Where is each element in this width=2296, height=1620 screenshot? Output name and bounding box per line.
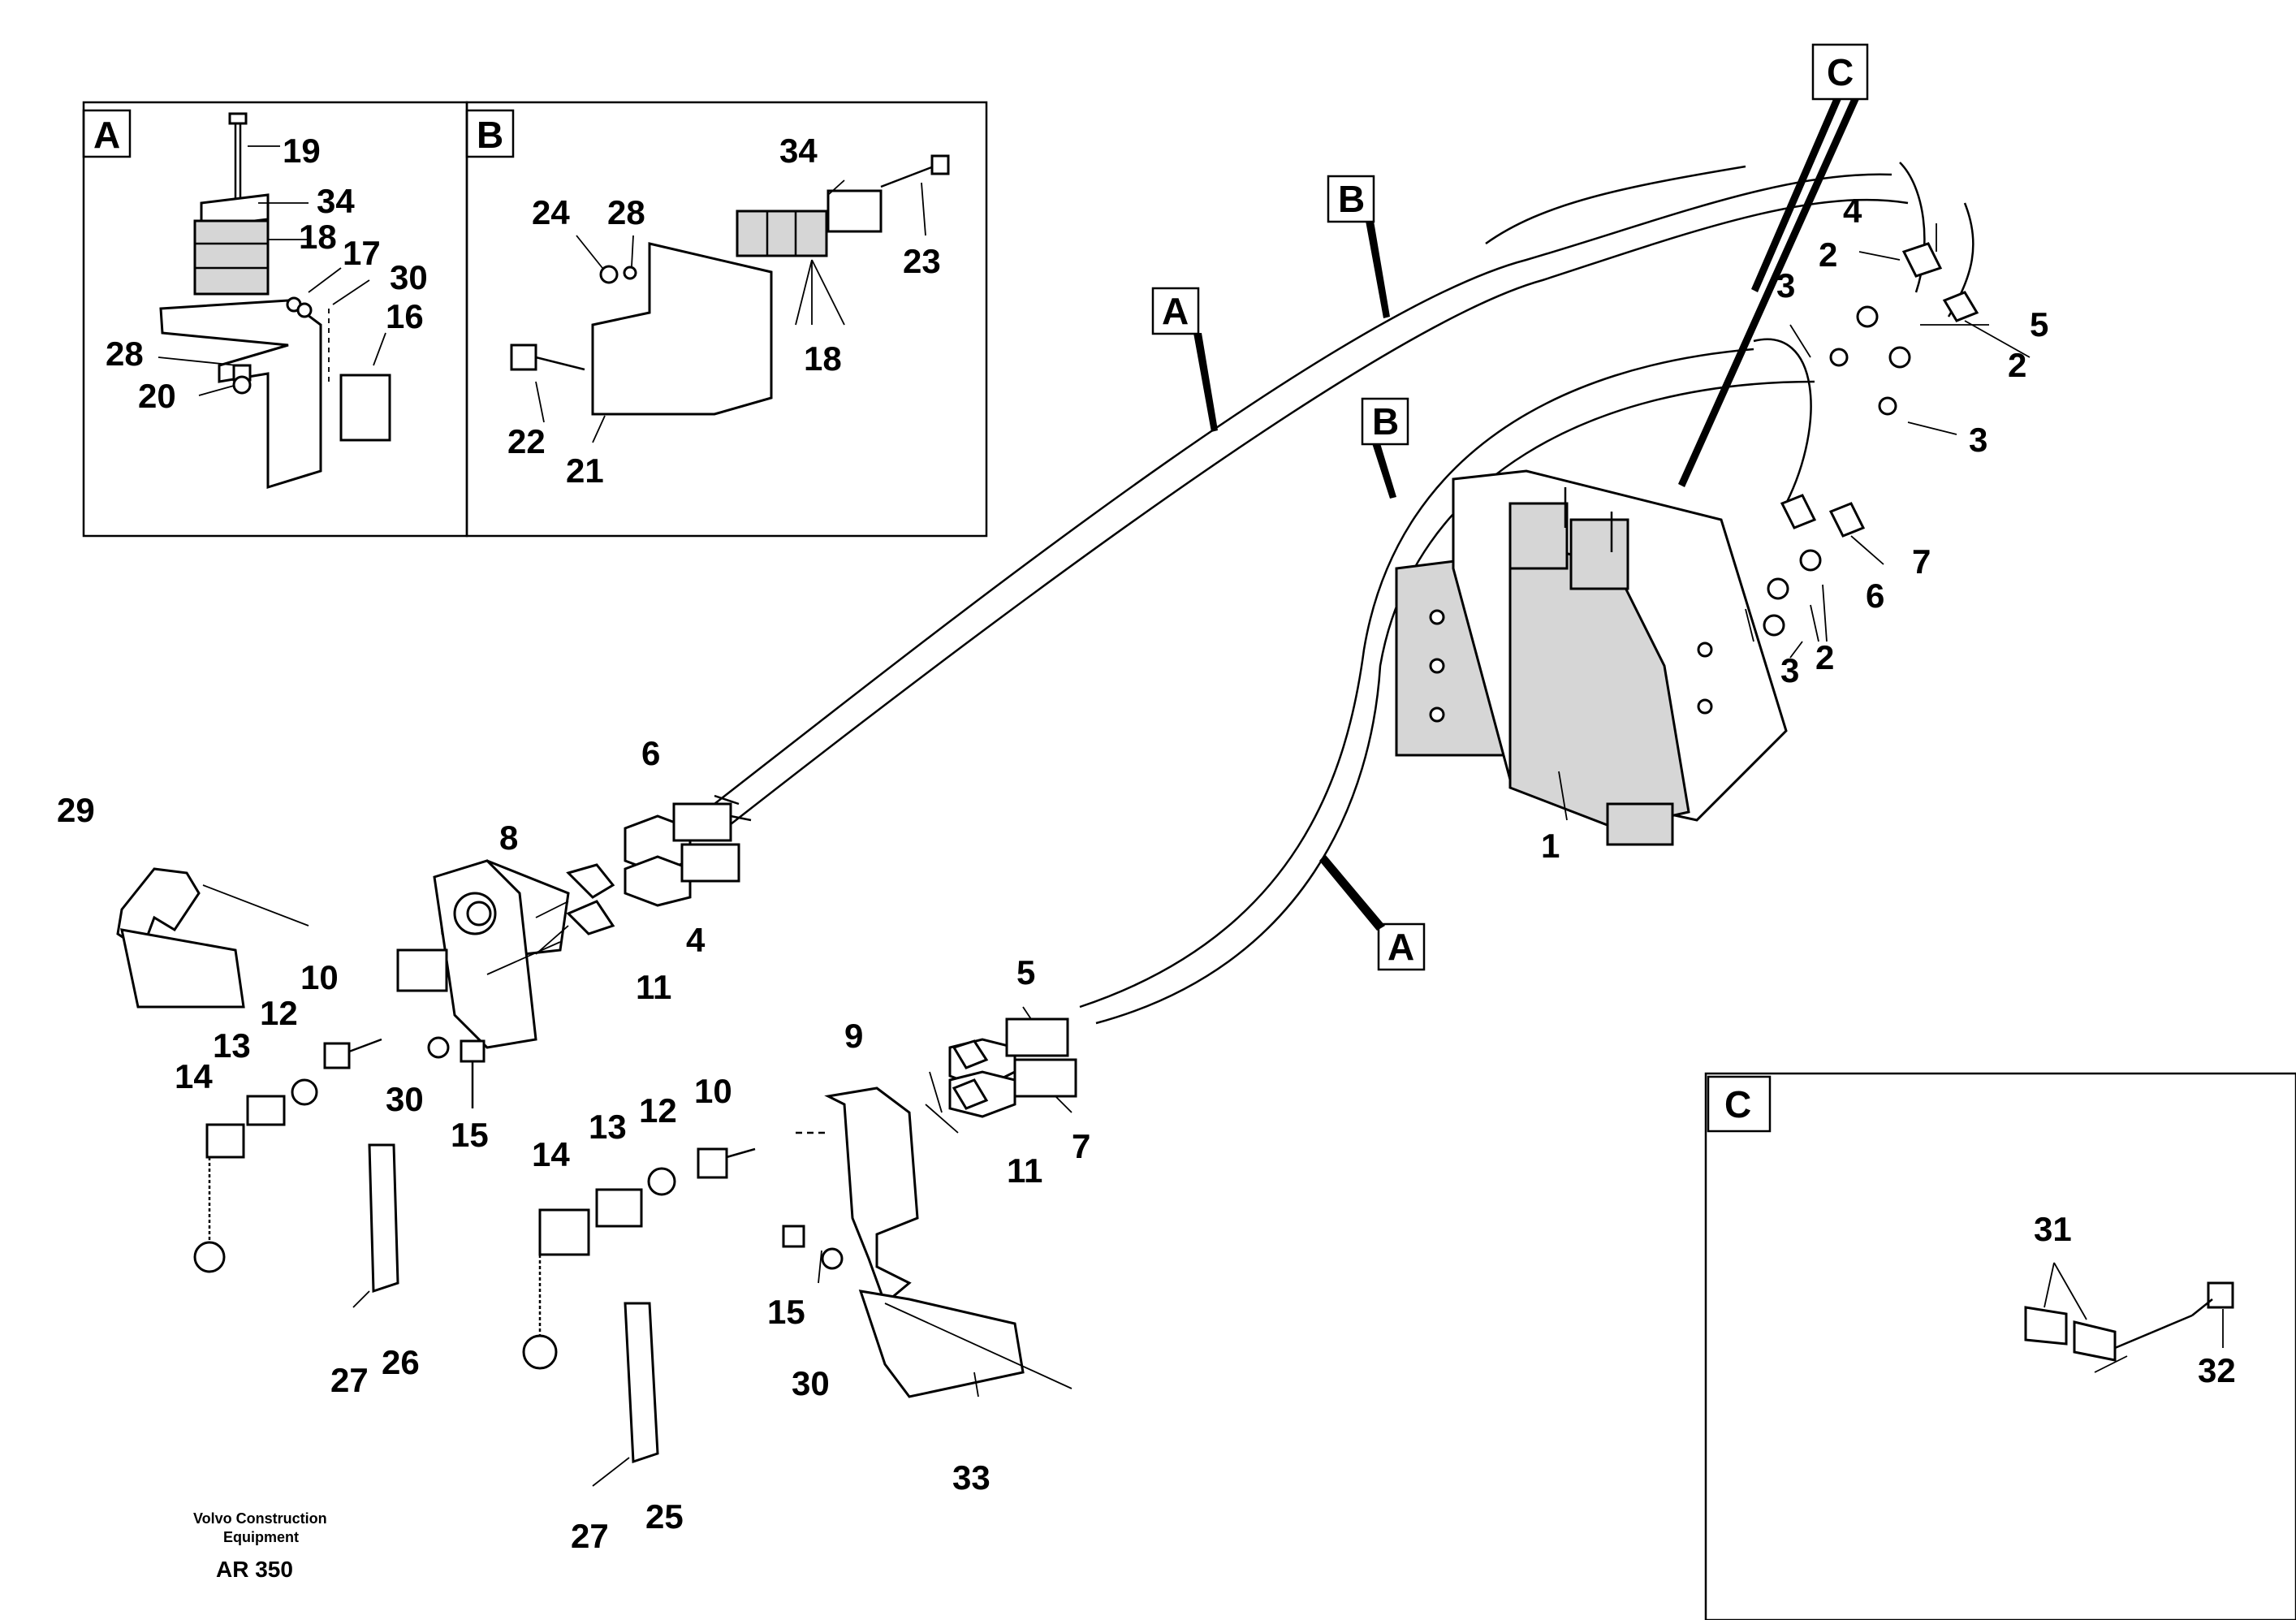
- pipe-label-a2: A: [1319, 854, 1426, 971]
- callout-3b: 3: [1969, 421, 1987, 459]
- callout-5b: 5: [1016, 953, 1035, 991]
- callout-16: 16: [386, 297, 424, 335]
- view-label-c: C: [1724, 1083, 1751, 1125]
- callout-20: 20: [138, 377, 176, 415]
- callout-24: 24: [532, 193, 570, 231]
- left-upper-assembly: [116, 794, 752, 1308]
- callouts-inset-a: 19 34 18 17 30 16 28 20: [106, 132, 428, 415]
- callout-6a: 6: [1866, 577, 1884, 615]
- callout-15b: 15: [767, 1293, 805, 1331]
- callout-29: 29: [57, 791, 95, 829]
- callout-10b: 10: [694, 1072, 732, 1110]
- pipe-label-c1: C: [1678, 43, 1869, 487]
- view-label-b: B: [477, 114, 503, 156]
- maker-line-1: Volvo Construction: [193, 1510, 327, 1527]
- callout-28a: 28: [106, 335, 144, 373]
- inset-a-drawing: [158, 112, 391, 490]
- callout-28b: 28: [607, 193, 645, 231]
- callout-18b: 18: [804, 339, 842, 378]
- callout-2a: 2: [1819, 235, 1837, 274]
- callout-1: 1: [1541, 827, 1560, 865]
- callout-14b: 14: [532, 1135, 570, 1173]
- hose-assembly: [714, 162, 1974, 1025]
- callout-3a: 3: [1776, 266, 1795, 305]
- callout-27a: 27: [330, 1361, 369, 1399]
- callout-33: 33: [952, 1458, 990, 1497]
- callout-9: 9: [844, 1017, 863, 1055]
- callout-12b: 12: [639, 1091, 677, 1130]
- pipe-label-b2: B: [1361, 397, 1409, 499]
- callout-8: 8: [499, 819, 518, 857]
- inset-c-drawing: [2024, 1262, 2234, 1373]
- pipe-label-a1: A: [1151, 287, 1218, 432]
- callout-34b: 34: [779, 132, 818, 170]
- callout-4a: 4: [1843, 192, 1862, 230]
- callout-34a: 34: [317, 182, 355, 220]
- footer: Volvo Construction Equipment AR 350: [193, 1510, 327, 1582]
- inset-b-drawing: [510, 154, 950, 443]
- callout-7a: 7: [1912, 542, 1931, 581]
- callout-31: 31: [2034, 1210, 2072, 1248]
- pipe-label-a1-text: A: [1162, 290, 1189, 332]
- callouts-middle: 5 9 10 12 13 14 7 11 15 30 33 27 25: [532, 953, 1090, 1555]
- callout-30c: 30: [792, 1364, 830, 1402]
- callout-25: 25: [645, 1497, 684, 1536]
- pipe-label-b1-text: B: [1338, 178, 1365, 220]
- pipe-label-b2-text: B: [1372, 400, 1399, 443]
- maker-line-2: Equipment: [223, 1529, 299, 1545]
- callout-30b: 30: [386, 1080, 424, 1118]
- callout-2c: 2: [1815, 638, 1834, 676]
- inset-view-b: [465, 101, 988, 538]
- callout-4b: 4: [686, 921, 706, 959]
- view-label-a: A: [93, 114, 120, 156]
- middle-lower-assembly: [522, 1006, 1077, 1487]
- callout-30a: 30: [390, 258, 428, 296]
- callout-6b: 6: [641, 734, 660, 772]
- callout-22: 22: [507, 422, 546, 460]
- inset-view-c: [1704, 1072, 2296, 1620]
- callout-13a: 13: [213, 1026, 251, 1065]
- callouts-left: 29 6 8 4 11 10 12 13 14 30 15 26 27: [57, 734, 706, 1399]
- callout-5a: 5: [2030, 305, 2048, 343]
- callout-11a: 11: [636, 968, 671, 1006]
- callout-21: 21: [566, 451, 604, 490]
- callout-32: 32: [2198, 1351, 2236, 1389]
- upper-fittings: [1745, 223, 2031, 659]
- callout-19: 19: [283, 132, 321, 170]
- callout-27b: 27: [571, 1517, 609, 1555]
- callout-3c: 3: [1780, 651, 1799, 689]
- pipe-label-c1-text: C: [1827, 51, 1854, 93]
- callout-12a: 12: [260, 994, 298, 1032]
- valve-block: [1395, 469, 1788, 846]
- callout-2b: 2: [2008, 346, 2026, 384]
- callout-11b: 11: [1007, 1151, 1042, 1190]
- callout-14a: 14: [175, 1057, 213, 1095]
- callout-10a: 10: [300, 958, 339, 996]
- callout-23: 23: [903, 242, 941, 280]
- callout-13b: 13: [589, 1108, 627, 1146]
- callout-7b: 7: [1072, 1127, 1090, 1165]
- drawing-reference: AR 350: [216, 1557, 293, 1582]
- callout-17: 17: [343, 234, 381, 272]
- callout-26: 26: [382, 1343, 420, 1381]
- callout-18a: 18: [299, 218, 337, 256]
- pipe-label-b1: B: [1327, 175, 1390, 318]
- callouts-inset-b: 34 24 28 23 18 22 21: [507, 132, 941, 490]
- callouts-inset-c: 31 32: [2034, 1210, 2236, 1389]
- callout-15a: 15: [451, 1116, 489, 1154]
- pipe-label-a2-text: A: [1388, 926, 1414, 968]
- callouts-upper-right: 4 2 3 5 2 3 7 6 3 2 1: [1541, 192, 2048, 865]
